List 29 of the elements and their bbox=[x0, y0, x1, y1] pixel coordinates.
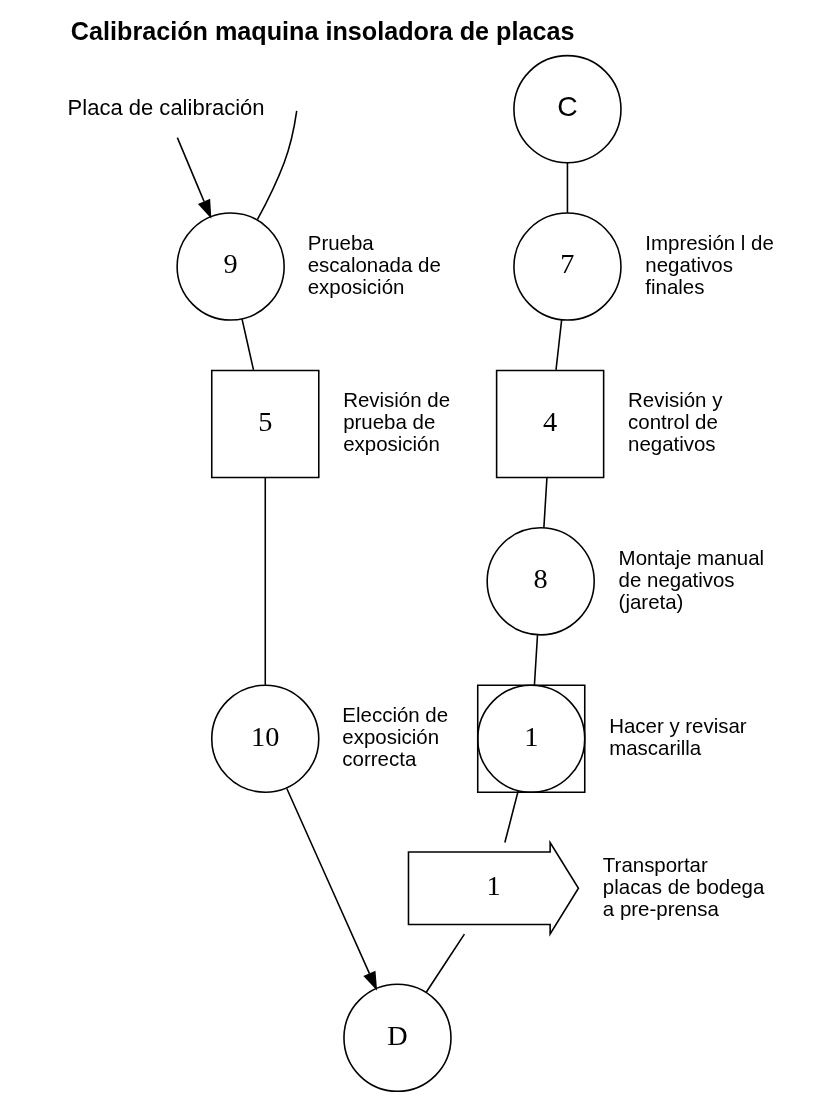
arrow bbox=[176, 136, 212, 219]
node-circle: 9 bbox=[176, 212, 285, 321]
diagram-title: Calibración maquina insoladora de placas bbox=[70, 16, 575, 45]
connector bbox=[241, 318, 255, 371]
node-label: Elección de exposición correcta bbox=[342, 703, 449, 771]
node-circle: 7 bbox=[513, 212, 622, 321]
connector bbox=[425, 933, 466, 994]
connector bbox=[543, 476, 548, 529]
arrow bbox=[286, 787, 378, 991]
connector bbox=[555, 319, 563, 371]
node-label: Revisión y control de negativos bbox=[628, 388, 723, 456]
connector bbox=[566, 162, 569, 214]
node-label: Prueba escalonada de exposición bbox=[307, 230, 441, 298]
node-circle: 8 bbox=[486, 527, 595, 636]
node-label: Hacer y revisar mascarilla bbox=[609, 714, 747, 760]
connector bbox=[504, 789, 520, 844]
connector bbox=[256, 110, 298, 221]
node-circle: D bbox=[343, 983, 452, 1093]
node-circle: C bbox=[513, 54, 622, 164]
node-circle: 10 bbox=[210, 684, 320, 793]
node-label: Transportar placas de bodega a pre-prensa bbox=[602, 852, 765, 920]
node-box: 5 bbox=[210, 369, 320, 479]
connector bbox=[533, 634, 539, 686]
node-box: 4 bbox=[495, 369, 605, 479]
node-text: Placa de calibración bbox=[67, 94, 265, 120]
node-label: Montaje manual de negativos (jareta) bbox=[618, 545, 765, 613]
node-label: Revisión de prueba de exposición bbox=[343, 388, 451, 456]
connector bbox=[264, 476, 267, 686]
node-label: Impresión l de negativos finales bbox=[645, 230, 774, 298]
